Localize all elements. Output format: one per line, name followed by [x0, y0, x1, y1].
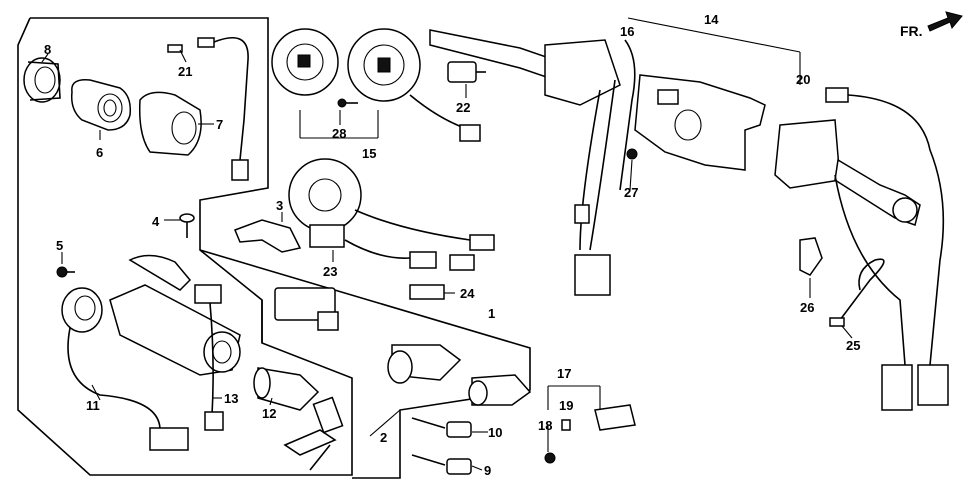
- part-7-cover: [138, 91, 202, 156]
- callout-1: 1: [488, 306, 495, 321]
- callout-2: 2: [380, 430, 387, 445]
- callout-26: 26: [800, 300, 814, 315]
- part-5-screw: [56, 266, 75, 278]
- part-27-screw: [626, 148, 638, 160]
- part-4-bolt: [179, 213, 195, 238]
- part-18-screw: [544, 452, 556, 464]
- callout-17: 17: [557, 366, 571, 381]
- callout-6: 6: [96, 145, 103, 160]
- callout-25: 25: [846, 338, 860, 353]
- part-24-clip: [409, 284, 445, 300]
- callout-labels: 1 2 3 4 5 6 7 8 9 10 11 12 13 14 15 16 1…: [44, 12, 860, 478]
- front-label: FR.: [900, 23, 923, 39]
- callout-11: 11: [86, 398, 100, 413]
- assembly-frame: [17, 17, 801, 479]
- callout-20: 20: [796, 72, 810, 87]
- part-3-bracket: [234, 219, 302, 253]
- leader-lines: [41, 49, 853, 471]
- part-10-key: [411, 417, 472, 438]
- part-19-clip: [561, 419, 571, 431]
- part-26-clip: [799, 237, 823, 276]
- callout-5: 5: [56, 238, 63, 253]
- callout-12: 12: [262, 406, 276, 421]
- part-6-collar: [70, 79, 132, 131]
- callout-8: 8: [44, 42, 51, 57]
- part-22-connector: [447, 61, 486, 83]
- callout-10: 10: [488, 425, 502, 440]
- callout-28: 28: [332, 126, 346, 141]
- callout-21: 21: [178, 64, 192, 79]
- part-16-combination-switch: [429, 29, 636, 296]
- callout-16: 16: [620, 24, 634, 39]
- front-direction-arrow: FR.: [900, 11, 963, 39]
- callout-22: 22: [456, 100, 470, 115]
- part-28-screw: [337, 98, 358, 108]
- callout-13: 13: [224, 391, 238, 406]
- part-14-column-bracket: [634, 74, 766, 171]
- callout-15: 15: [362, 146, 376, 161]
- part-21-bulb: [167, 37, 249, 181]
- callout-23: 23: [323, 264, 337, 279]
- callout-7: 7: [216, 117, 223, 132]
- part-11-ignition-switch: [61, 287, 189, 451]
- part-25-tie: [829, 258, 885, 327]
- callout-19: 19: [559, 398, 573, 413]
- callout-24: 24: [460, 286, 475, 301]
- callout-4: 4: [152, 214, 160, 229]
- part-8-bezel: [23, 57, 61, 103]
- part-15-reels: [271, 28, 481, 142]
- steering-lock-body: [109, 254, 241, 431]
- part-20-lighting-switch: [774, 87, 949, 411]
- part-12-key-cylinder: [253, 367, 344, 471]
- part-23-cable-reel: [288, 158, 495, 271]
- callout-18: 18: [538, 418, 552, 433]
- part-17-switch: [547, 385, 636, 431]
- callout-14: 14: [704, 12, 719, 27]
- callout-3: 3: [276, 198, 283, 213]
- callout-9: 9: [484, 463, 491, 478]
- part-9-key: [411, 454, 472, 475]
- callout-27: 27: [624, 185, 638, 200]
- part-1-lock-set: [274, 287, 532, 406]
